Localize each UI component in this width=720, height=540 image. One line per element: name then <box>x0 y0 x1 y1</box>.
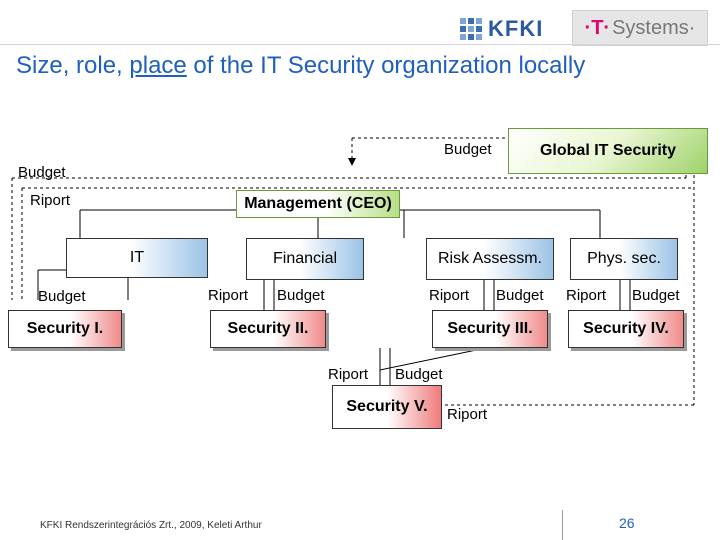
it-box: IT <box>66 238 208 278</box>
management-ceo-box: Management (CEO) <box>236 190 400 218</box>
riport-label-sec5-global: Riport <box>447 406 488 423</box>
riport-label-phys: Riport <box>566 287 607 304</box>
footer-divider <box>562 510 563 540</box>
security-5-box: Security V. <box>332 385 442 429</box>
security-3-box: Security III. <box>432 310 548 348</box>
financial-box: Financial <box>246 238 364 280</box>
budget-label-sec5: Budget <box>395 366 443 383</box>
page-number: 26 <box>619 515 635 531</box>
t-systems-logo-mark: ·T· <box>584 16 611 39</box>
t-systems-logo: ·T· Systems· <box>572 10 708 46</box>
riport-label-outer: Riport <box>30 192 71 209</box>
title-part-2: of the IT Security organization locally <box>186 52 586 79</box>
kfki-logo-icon <box>460 18 482 40</box>
security-2-box: Security II. <box>210 310 326 348</box>
title-part-1: Size, role, <box>16 52 130 79</box>
security-1-box: Security I. <box>8 310 122 348</box>
riport-label-financial: Riport <box>208 287 249 304</box>
budget-label-phys: Budget <box>632 287 680 304</box>
global-it-security-box: Global IT Security <box>508 128 708 174</box>
header-rule <box>0 44 720 45</box>
slide-title: Size, role, place of the IT Security org… <box>16 52 585 80</box>
budget-label-outer: Budget <box>18 164 66 181</box>
footer-company: KFKI Rendszerintegrációs Zrt., 2009, Kel… <box>40 520 262 531</box>
risk-assessment-box: Risk Assessm. <box>426 238 554 280</box>
kfki-logo: KFKI <box>460 12 560 46</box>
budget-label-it: Budget <box>38 288 86 305</box>
title-underlined: place <box>129 52 187 79</box>
budget-label-risk: Budget <box>496 287 544 304</box>
physical-security-box: Phys. sec. <box>570 238 678 280</box>
t-systems-logo-text: Systems· <box>612 16 696 39</box>
riport-label-sec5: Riport <box>328 366 369 383</box>
budget-label-financial: Budget <box>277 287 325 304</box>
kfki-logo-text: KFKI <box>488 16 544 41</box>
riport-label-risk: Riport <box>429 287 470 304</box>
security-4-box: Security IV. <box>568 310 684 348</box>
budget-label-global: Budget <box>444 141 492 158</box>
